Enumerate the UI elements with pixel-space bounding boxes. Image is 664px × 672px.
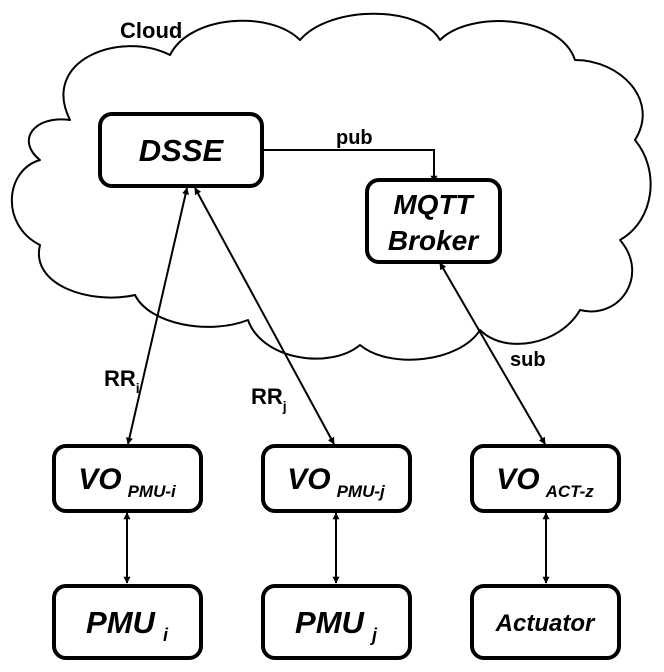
pmu-j-sub: j (370, 625, 378, 645)
mqtt-broker-box (365, 178, 502, 264)
vo-act-z-main: VO (496, 463, 539, 496)
mqtt-label-line2: Broker (388, 225, 480, 256)
rr-i-sub: i (136, 380, 140, 396)
pmu-i-node: PMU i (52, 584, 203, 660)
pmu-j-box (261, 584, 412, 660)
vo-pmu-i-box (52, 444, 203, 513)
dsse-label: DSSE (139, 133, 225, 168)
vo-pmu-i-sub: PMU-i (128, 482, 177, 501)
mqtt-label-line1: MQTT (393, 189, 475, 220)
actuator-node: Actuator (470, 584, 621, 660)
pub-label: pub (336, 127, 373, 149)
vo-pmu-j-sub: PMU-j (337, 482, 386, 501)
vo-pmu-j-box (261, 444, 412, 513)
vo-pmu-i-main: VO (78, 463, 121, 496)
pmu-j-main: PMU (295, 605, 366, 640)
rr-i-label: RRi (104, 366, 140, 396)
pmu-i-box (52, 584, 203, 660)
vo-pmu-j-node: VO PMU-j (261, 444, 412, 513)
vo-act-z-label: VO ACT-z (496, 463, 594, 501)
cloud-label: Cloud (120, 18, 182, 43)
vo-pmu-i-node: VO PMU-i (52, 444, 203, 513)
vo-pmu-j-main: VO (287, 463, 330, 496)
vo-act-z-sub: ACT-z (545, 482, 595, 501)
rr-j-label: RRj (251, 384, 287, 414)
rr-i-arrow (126, 187, 189, 445)
vo-pmu-i-label: VO PMU-i (78, 463, 177, 501)
dsse-box (98, 112, 264, 188)
rr-j-arrow (194, 187, 335, 445)
pmu-i-label: PMU i (86, 605, 169, 645)
rr-j-sub: j (282, 398, 287, 414)
dsse-node: DSSE (98, 112, 264, 188)
vo-act-z-node: VO ACT-z (470, 444, 621, 513)
rr-i-main: RR (104, 366, 136, 391)
vo-act-z-box (470, 444, 621, 513)
pub-arrow (262, 149, 438, 183)
vo-pmu-j-label: VO PMU-j (287, 463, 386, 501)
actuator-box (470, 584, 621, 660)
mqtt-broker-node: MQTT Broker (365, 178, 502, 264)
pmu-i-main: PMU (86, 605, 157, 640)
sub-label: sub (510, 349, 546, 371)
rr-j-main: RR (251, 384, 283, 409)
actuator-label: Actuator (495, 610, 596, 637)
sub-arrow (439, 262, 546, 445)
pmu-i-sub: i (163, 625, 169, 645)
